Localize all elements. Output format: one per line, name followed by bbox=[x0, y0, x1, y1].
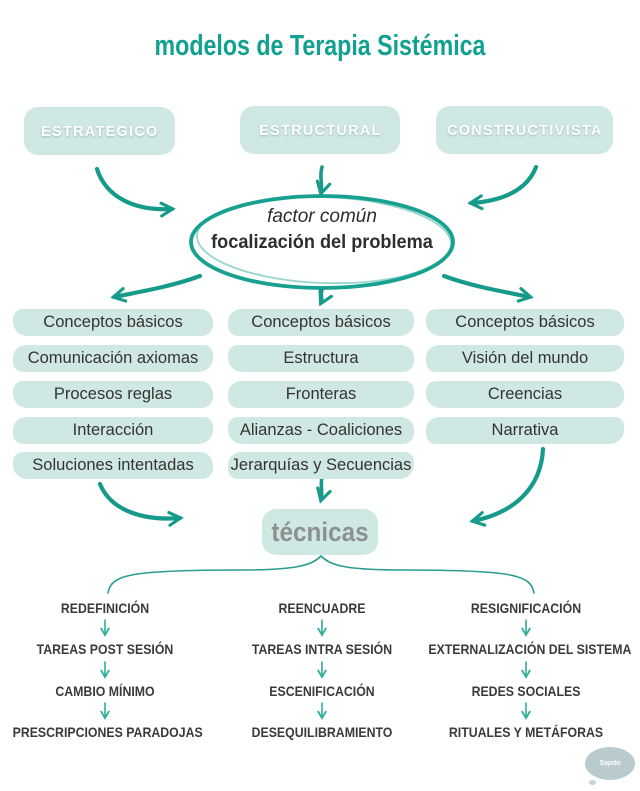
technique-item: PRESCRIPCIONES PARADOJAS bbox=[12, 724, 203, 740]
concept-pill: Fronteras bbox=[228, 381, 414, 408]
arrow-factor-to-left-column-icon bbox=[114, 273, 203, 297]
technique-item: ESCENIFICACIÓN bbox=[269, 683, 375, 699]
technique-item: RITUALES Y METÁFORAS bbox=[448, 724, 604, 740]
concept-pill: Estructura bbox=[228, 345, 414, 372]
technique-item: RESIGNIFICACIÓN bbox=[470, 600, 582, 616]
techniques-box: técnicas bbox=[262, 509, 378, 555]
common-factor-line1: factor común bbox=[267, 206, 377, 227]
techniques-brace bbox=[107, 554, 535, 594]
technique-item: REDES SOCIALES bbox=[471, 683, 581, 699]
model-box-label: ESTRATEGICO bbox=[40, 122, 159, 140]
arrow-estructural-to-factor-icon bbox=[321, 165, 322, 193]
technique-item: REDEFINICIÓN bbox=[60, 600, 150, 616]
concept-pill: Procesos reglas bbox=[13, 381, 213, 408]
technique-item: EXTERNALIZACIÓN DEL SISTEMA bbox=[428, 641, 632, 657]
model-box-estructural: ESTRUCTURAL bbox=[240, 106, 400, 154]
model-box-estrategico: ESTRATEGICO bbox=[24, 107, 175, 155]
concept-pill: Conceptos básicos bbox=[228, 309, 414, 336]
arrow-constructivista-to-factor-icon bbox=[471, 164, 539, 203]
technique-item: DESEQUILIBRAMIENTO bbox=[251, 724, 393, 740]
concept-pill: Visión del mundo bbox=[426, 345, 624, 372]
watermark-bubble-tail bbox=[589, 780, 596, 785]
concept-pill: Narrativa bbox=[426, 417, 624, 444]
arrow-right-column-to-tecnicas-icon bbox=[473, 446, 546, 521]
concept-pill: Conceptos básicos bbox=[13, 309, 213, 336]
concept-pill: Conceptos básicos bbox=[426, 309, 624, 336]
model-box-label: CONSTRUCTIVISTA bbox=[446, 121, 603, 139]
technique-item: TAREAS INTRA SESIÓN bbox=[251, 641, 393, 657]
technique-item: CAMBIO MÍNIMO bbox=[55, 683, 155, 699]
concept-pill: Interacción bbox=[13, 417, 213, 444]
technique-item: REENCUADRE bbox=[278, 600, 366, 616]
watermark-text: Sapito bbox=[599, 760, 621, 767]
page-title: modelos de Terapia Sistémica bbox=[154, 30, 486, 62]
arrow-middle-column-to-tecnicas-icon bbox=[321, 475, 322, 500]
arrow-estrategico-to-factor-icon bbox=[94, 166, 172, 209]
concept-pill: Jerarquías y Secuencias bbox=[228, 452, 414, 479]
concept-pill: Comunicación axiomas bbox=[13, 345, 213, 372]
technique-item: TAREAS POST SESIÓN bbox=[36, 641, 174, 657]
arrow-left-column-to-tecnicas-icon bbox=[97, 481, 180, 519]
watermark-bubble: Sapito bbox=[585, 747, 635, 780]
arrow-factor-to-middle-column-icon bbox=[321, 288, 322, 303]
model-box-label: ESTRUCTURAL bbox=[258, 121, 382, 139]
concept-pill: Soluciones intentadas bbox=[13, 452, 213, 479]
common-factor-line2: focalización del problema bbox=[211, 231, 433, 253]
model-box-constructivista: CONSTRUCTIVISTA bbox=[436, 106, 613, 154]
concept-pill: Alianzas - Coaliciones bbox=[228, 417, 414, 444]
techniques-box-label: técnicas bbox=[271, 516, 369, 547]
concept-pill: Creencias bbox=[426, 381, 624, 408]
arrow-factor-to-right-column-icon bbox=[441, 273, 530, 297]
